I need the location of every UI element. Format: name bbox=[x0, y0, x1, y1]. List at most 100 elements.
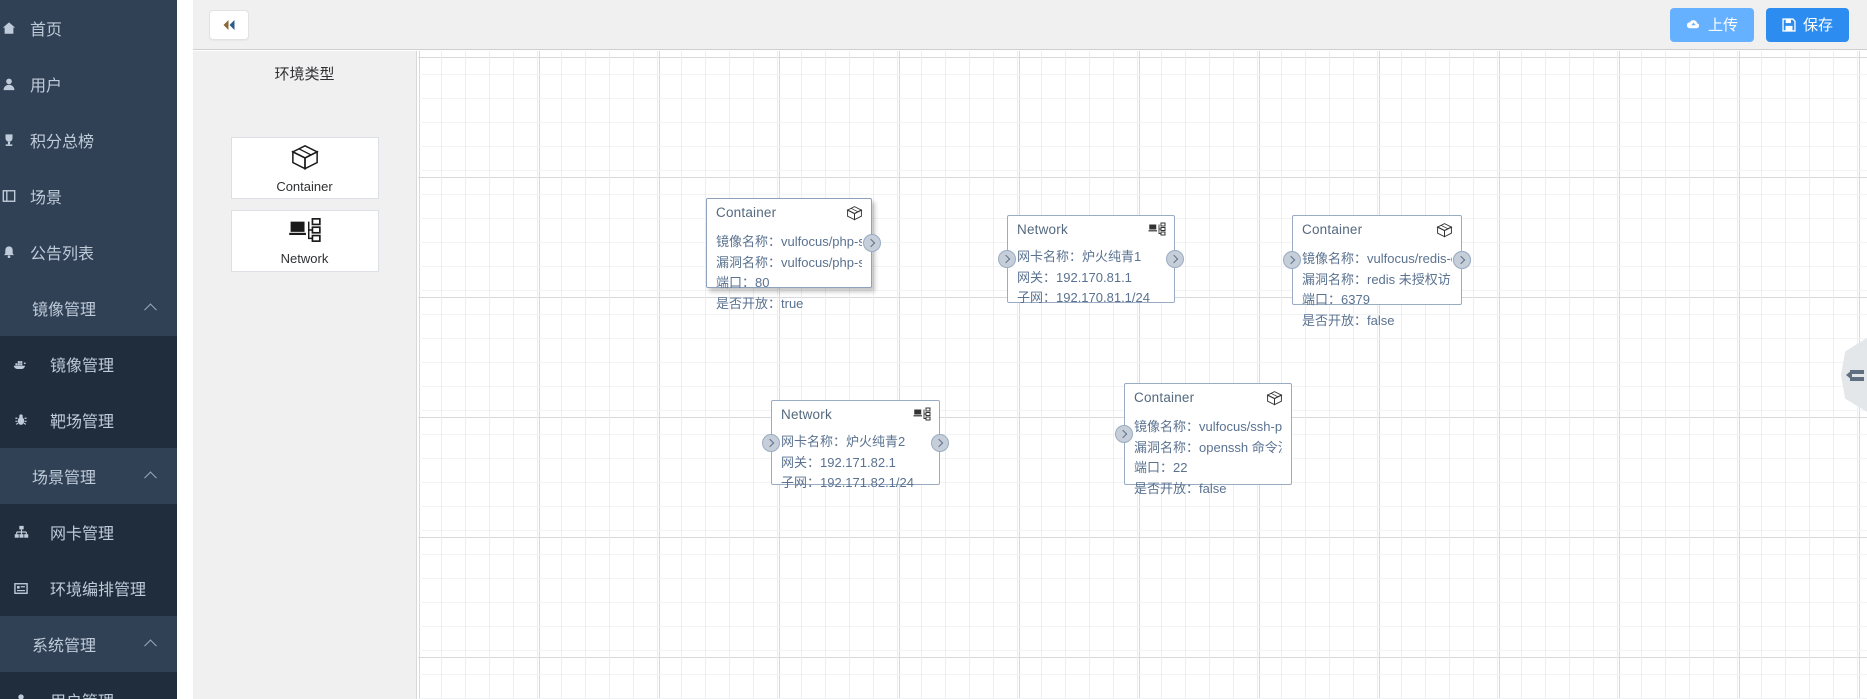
cloud-upload-icon bbox=[1686, 18, 1701, 31]
chevron-up-icon bbox=[144, 303, 157, 317]
node-field-row: 网卡名称：炉火纯青1 bbox=[1017, 249, 1142, 264]
node-field-row: 是否开放：false bbox=[1302, 312, 1395, 328]
node-body: 镜像名称：vulfocus/ssh-pas…漏洞名称：openssh 命令注…端… bbox=[1125, 411, 1291, 505]
edge-target-port[interactable] bbox=[1115, 425, 1133, 443]
node-field-row: 端口：80 bbox=[716, 275, 770, 290]
sidebar-item-label: 场景管理 bbox=[32, 470, 97, 487]
node-field-row: 镜像名称：vulfocus/php-ssrf… bbox=[716, 234, 862, 249]
package-box-icon bbox=[290, 143, 320, 176]
sidebar-item-0[interactable]: 首页 bbox=[0, 0, 177, 56]
sidebar-item-2[interactable]: 积分总榜 bbox=[0, 112, 177, 168]
user-icon bbox=[0, 77, 24, 91]
floppy-save-icon bbox=[1782, 17, 1796, 32]
sidebar-item-10[interactable]: 环境编排管理 bbox=[0, 560, 177, 616]
flow-node-container-php-ssrf[interactable]: Container 镜像名称：vulfocus/php-ssrf… 漏洞名称：vul… bbox=[706, 198, 872, 311]
edge-target-port[interactable] bbox=[762, 433, 780, 452]
flow-node-container-ssh[interactable]: Container 镜像名称：vulfocus/ssh-pas… 漏洞名称：open… bbox=[1124, 383, 1292, 496]
node-field-row: 漏洞名称：vulfocus/php-ssrf bbox=[716, 254, 862, 270]
node-type-label: Container bbox=[716, 205, 777, 220]
sidebar-item-label: 首页 bbox=[30, 22, 63, 39]
node-output-port[interactable] bbox=[1453, 251, 1471, 269]
sidebar-item-7[interactable]: 靶场管理 bbox=[0, 392, 177, 448]
flow-canvas[interactable]: Container 镜像名称：vulfocus/php-ssrf… 漏洞名称：vul… bbox=[418, 51, 1867, 699]
trophy-icon bbox=[0, 133, 24, 147]
node-field-row: 镜像名称：vulfocus/ssh-pas… bbox=[1134, 419, 1282, 434]
chevron-up-icon bbox=[144, 471, 157, 485]
network-monitor-icon bbox=[913, 407, 931, 426]
node-layer: Container 镜像名称：vulfocus/php-ssrf… 漏洞名称：vul… bbox=[418, 51, 1867, 699]
sidebar-item-label: 用户 bbox=[30, 78, 63, 95]
sidebar-item-8[interactable]: 场景管理 bbox=[0, 448, 177, 504]
flow-node-container-redis[interactable]: Container镜像名称：vulfocus/redis-cn…漏洞名称：red… bbox=[1292, 215, 1462, 328]
palette-title: 环境类型 bbox=[274, 66, 335, 83]
palette-item-container[interactable]: Container bbox=[230, 137, 379, 199]
node-header: Network bbox=[772, 401, 939, 426]
sidebar-item-3[interactable]: 场景 bbox=[0, 168, 177, 224]
edge-source-port[interactable] bbox=[1166, 250, 1184, 268]
bell-icon bbox=[0, 245, 24, 259]
sidebar-item-label: 环境编排管理 bbox=[50, 582, 147, 599]
layers-icon bbox=[0, 189, 24, 203]
person-icon bbox=[6, 693, 36, 699]
sidebar-item-label: 靶场管理 bbox=[50, 414, 115, 431]
save-button[interactable]: 保存 bbox=[1765, 7, 1849, 42]
sidebar-item-4[interactable]: 公告列表 bbox=[0, 224, 177, 280]
palette-item-container-label: Container bbox=[276, 178, 333, 194]
node-header: Container bbox=[1125, 384, 1291, 411]
sidebar-item-12[interactable]: 用户管理 bbox=[0, 672, 177, 699]
node-type-label: Network bbox=[1017, 222, 1068, 237]
network-monitor-icon bbox=[1148, 222, 1166, 241]
sidebar-item-label: 镜像管理 bbox=[32, 302, 97, 319]
edge-target-port[interactable] bbox=[1283, 251, 1301, 269]
edge-source-port[interactable] bbox=[863, 234, 881, 252]
sitemap-icon bbox=[6, 525, 36, 539]
node-header: Container bbox=[1293, 216, 1461, 243]
package-box-icon bbox=[1436, 222, 1453, 243]
sidebar-item-5[interactable]: 镜像管理 bbox=[0, 280, 177, 336]
edge-target-port[interactable] bbox=[998, 250, 1016, 268]
upload-button[interactable]: 上传 bbox=[1669, 7, 1754, 42]
node-field-row: 网卡名称：炉火纯青2 bbox=[781, 434, 906, 449]
node-body: 镜像名称：vulfocus/php-ssrf… 漏洞名称：vulfocus/php… bbox=[707, 226, 871, 320]
upload-button-label: 上传 bbox=[1707, 17, 1738, 34]
canvas-grid bbox=[418, 51, 1867, 699]
sidebar-item-label: 网卡管理 bbox=[50, 526, 115, 543]
network-monitor-icon bbox=[288, 217, 321, 248]
node-field-row: 子网：192.170.81.1/24 bbox=[1017, 290, 1150, 305]
node-field-row: 漏洞名称：openssh 命令注… bbox=[1134, 439, 1282, 455]
double-chevron-left-icon bbox=[223, 19, 235, 30]
sidebar-collapse-button[interactable] bbox=[209, 9, 249, 40]
package-box-icon bbox=[1266, 390, 1283, 411]
package-box-icon bbox=[846, 205, 863, 226]
sidebar-item-1[interactable]: 用户 bbox=[0, 56, 177, 112]
sidebar-item-6[interactable]: 镜像管理 bbox=[0, 336, 177, 392]
sidebar-item-9[interactable]: 网卡管理 bbox=[0, 504, 177, 560]
node-body: 镜像名称：vulfocus/redis-cn…漏洞名称：redis 未授权访问 … bbox=[1293, 243, 1461, 337]
node-type-label: Container bbox=[1134, 390, 1195, 405]
edge-source-port[interactable] bbox=[931, 433, 949, 452]
drawer-handle-lines bbox=[1850, 367, 1864, 384]
chevron-up-icon bbox=[144, 639, 157, 653]
editor-toolbar: 上传 保存 bbox=[193, 0, 1867, 50]
sidebar-item-label: 积分总榜 bbox=[30, 134, 95, 151]
docker-icon bbox=[6, 358, 36, 371]
sidebar-item-label: 公告列表 bbox=[30, 246, 95, 263]
sidebar-item-label: 系统管理 bbox=[32, 638, 97, 655]
node-header: Container bbox=[707, 199, 871, 226]
bug-icon bbox=[6, 413, 36, 427]
node-type-label: Network bbox=[781, 407, 832, 422]
node-palette: 环境类型 Container bbox=[193, 51, 417, 699]
board-icon bbox=[6, 582, 36, 595]
main-content: 上传 保存 环境类型 bbox=[177, 0, 1867, 699]
palette-item-network[interactable]: Network bbox=[230, 210, 379, 272]
palette-item-network-label: Network bbox=[280, 250, 329, 266]
node-field-row: 端口：6379 bbox=[1302, 292, 1370, 307]
home-icon bbox=[0, 21, 24, 35]
sidebar-item-label: 场景 bbox=[30, 190, 63, 207]
sidebar-item-label: 镜像管理 bbox=[50, 358, 115, 375]
node-field-row: 子网：192.171.82.1/24 bbox=[781, 475, 914, 490]
sidebar-item-11[interactable]: 系统管理 bbox=[0, 616, 177, 672]
